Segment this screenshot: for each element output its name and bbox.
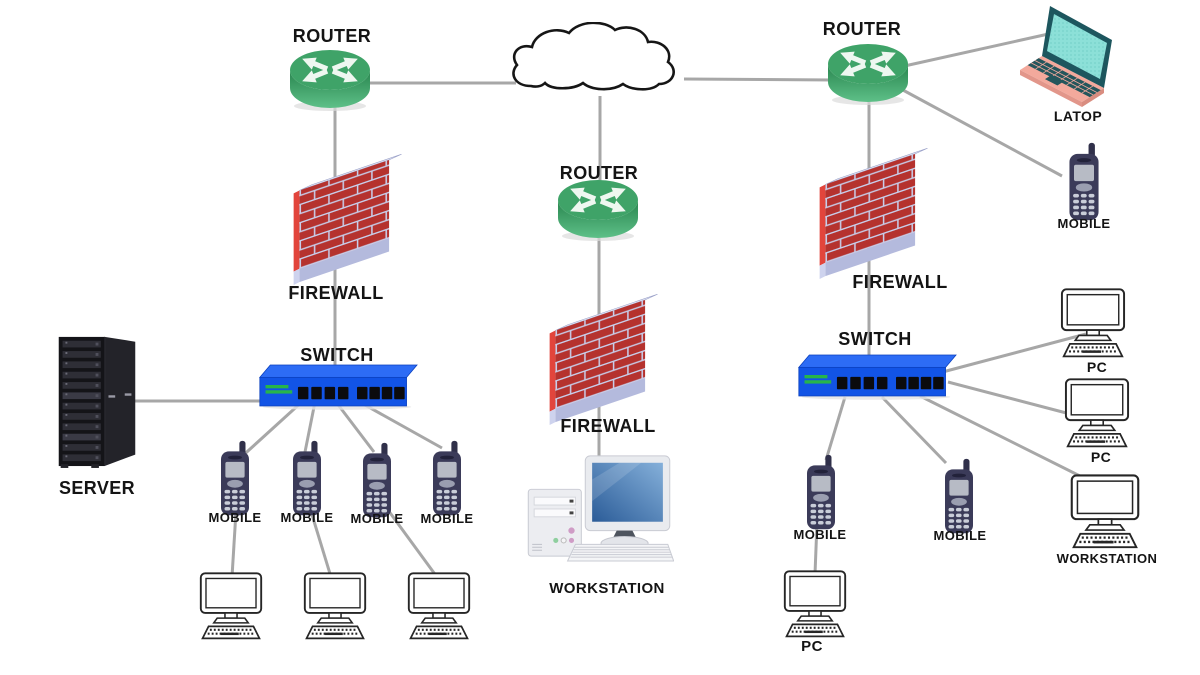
- pc-icon-right-1: [1053, 288, 1133, 359]
- mobile-left-4-label: MOBILE: [420, 511, 474, 526]
- desktop-pc-icon-left-2: [296, 572, 374, 641]
- firewall-right-label: FIREWALL: [852, 272, 948, 292]
- wire-switch1-mobile3: [334, 401, 376, 453]
- router-top-right-label: ROUTER: [822, 19, 902, 39]
- desktop-pc-icon-left-1: [192, 572, 270, 641]
- wire-switch2-mobileR2: [880, 395, 948, 465]
- wire-switch2-pcR1: [934, 332, 1087, 376]
- firewall-icon-right: [812, 148, 938, 282]
- workstation-center-label: WORKSTATION: [549, 580, 665, 597]
- firewall-icon-left: [286, 154, 412, 288]
- laptop-icon: [1018, 6, 1138, 110]
- pc-right-1-label: PC: [1086, 359, 1108, 375]
- pc-icon-bottom-right: [776, 570, 854, 639]
- wire-switch1-mobile1: [236, 398, 306, 462]
- wire-router2-mobile: [900, 87, 1063, 178]
- desktop-pc-icon-left-3: [400, 572, 478, 641]
- mobile-left-2-label: MOBILE: [280, 510, 334, 525]
- wire-switch2-pcR2: [947, 380, 1075, 417]
- firewall-icon-center: [542, 294, 668, 428]
- router-top-left-label: ROUTER: [292, 26, 372, 46]
- switch-icon-right: [795, 350, 957, 400]
- router-center-label: ROUTER: [559, 163, 639, 183]
- workstation-right-icon: [1062, 474, 1148, 550]
- mobile-icon-left-3: [355, 442, 399, 519]
- mobile-top-right-label: MOBILE: [1057, 216, 1111, 231]
- firewall-left-label: FIREWALL: [288, 283, 384, 303]
- pc-right-2-label: PC: [1090, 449, 1112, 465]
- switch-right-label: SWITCH: [838, 329, 912, 349]
- wire-router2-laptop: [899, 29, 1063, 69]
- workstation-center-icon: [526, 450, 674, 563]
- firewall-center-label: FIREWALL: [560, 416, 656, 436]
- mobile-icon-left-4: [425, 440, 469, 517]
- router-icon-top-left: [288, 48, 372, 112]
- mobile-left-1-label: MOBILE: [208, 510, 262, 525]
- wire-switch2-workstationR: [919, 394, 1095, 485]
- switch-icon-left: [256, 360, 418, 410]
- router-icon-top-right: [826, 42, 910, 106]
- pc-icon-right-2: [1057, 378, 1137, 449]
- pc-bottom-right-label: PC: [801, 638, 823, 655]
- mobile-icon-right-2: [937, 458, 981, 535]
- mobile-icon-left-2: [285, 440, 329, 517]
- mobile-icon-left-1: [213, 440, 257, 517]
- wire-switch1-mobile2: [303, 401, 317, 453]
- workstation-right-label: WORKSTATION: [1056, 551, 1158, 566]
- wire-cloud-router2: [683, 77, 835, 82]
- laptop-label: LATOP: [1053, 108, 1103, 124]
- mobile-icon-right-1: [799, 454, 843, 531]
- wire-switch2-mobileR1: [824, 396, 847, 461]
- mobile-right-1-label: MOBILE: [793, 527, 847, 542]
- mobile-icon-top-right: [1061, 142, 1107, 222]
- internet-cloud-icon: [503, 22, 695, 114]
- switch-left-label: SWITCH: [300, 345, 374, 365]
- server-rack-icon: [53, 334, 141, 468]
- mobile-right-2-label: MOBILE: [933, 528, 987, 543]
- mobile-left-3-label: MOBILE: [350, 511, 404, 526]
- router-icon-center: [556, 178, 640, 242]
- server-label: SERVER: [58, 478, 136, 498]
